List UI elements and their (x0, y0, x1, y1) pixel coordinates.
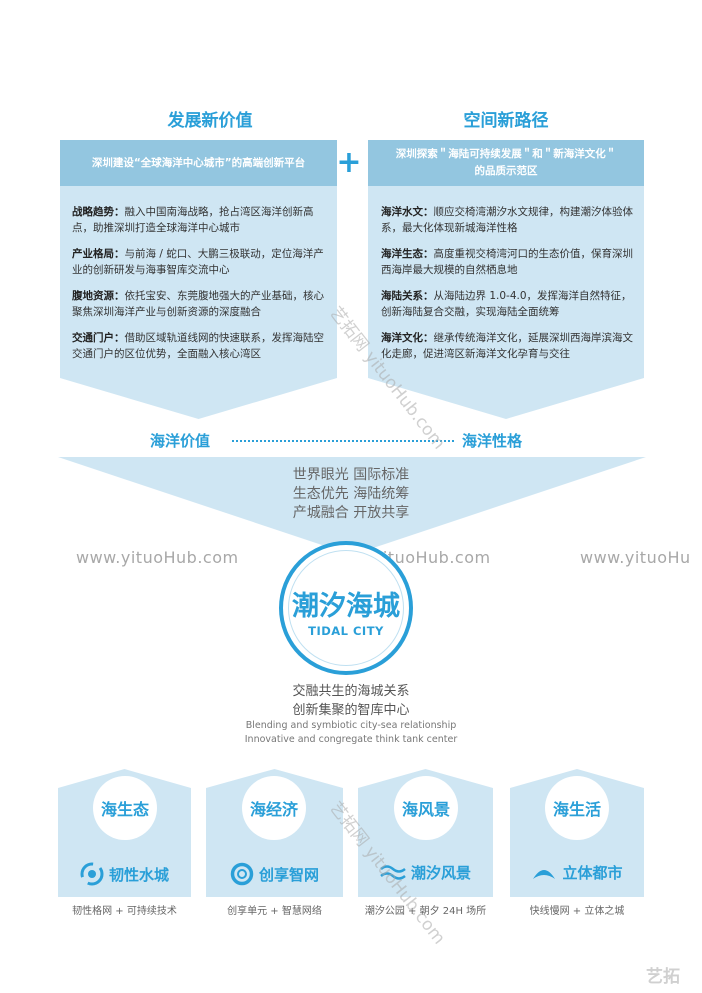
ocean-value-label: 海洋价值 (150, 432, 211, 450)
watermark: www.yituoHu (580, 548, 691, 567)
funnel-line: 生态优先 海陆统筹 (292, 486, 410, 502)
card-circle-economy: 海经济 (242, 776, 306, 840)
funnel-line: 产城融合 开放共享 (292, 505, 410, 521)
funnel-line: 世界眼光 国际标准 (292, 467, 410, 483)
corner-logo: 艺拓 (646, 967, 680, 987)
waves-icon (380, 864, 406, 880)
wave-arc-icon (533, 869, 556, 879)
card-circle-life: 海生活 (545, 776, 609, 840)
right-panel-background (368, 186, 644, 419)
center-desc-cn: 交融共生的海城关系 创新集聚的智库中心 (292, 684, 410, 718)
card-caption: 快线慢网 + 立体之城 (529, 906, 625, 917)
funnel-text: 世界眼光 国际标准 生态优先 海陆统筹 产城融合 开放共享 (251, 466, 451, 523)
card-brand: 立体都市 (510, 862, 644, 883)
center-title: 潮汐海城 (292, 591, 400, 622)
card-caption: 韧性格网 + 可持续技术 (72, 906, 177, 917)
right-panel-content: 海洋水文：顺应交椅湾潮汐水文规律，构建潮汐体验体系，最大化体现新城海洋性格 海洋… (381, 205, 633, 373)
plus-icon: + (336, 145, 362, 180)
center-subtitle-en: TIDAL CITY (308, 624, 384, 638)
card-brand: 创享智网 (206, 862, 343, 886)
right-panel-header-line1: 深圳探索＂海陆可持续发展＂和＂新海洋文化＂ (395, 148, 617, 160)
card-caption: 潮汐公园 + 朝夕 24H 场所 (364, 906, 487, 917)
funnel-background (58, 457, 646, 555)
list-item: 战略趋势：融入中国南海战略，抢占湾区海洋创新高点，助推深圳打造全球海洋中心城市 (72, 206, 314, 234)
left-panel-header: 深圳建设“全球海洋中心城市”的高端创新平台 (60, 140, 337, 186)
card-brand: 韧性水城 (58, 862, 191, 886)
card-circle-scenery: 海风景 (394, 776, 458, 840)
right-panel-header-line2: 的品质示范区 (474, 165, 538, 177)
center-desc-en: Blending and symbiotic city-sea relation… (244, 720, 458, 745)
left-column-title: 发展新价值 (167, 111, 253, 131)
list-item: 海陆关系：从海陆边界 1.0-4.0，发挥海洋自然特征，创新海陆复合交融，实现海… (381, 290, 632, 318)
list-item: 海洋生态：高度重视交椅湾河口的生态价值，保育深圳西海岸最大规模的自然栖息地 (381, 248, 633, 276)
right-panel-header: 深圳探索＂海陆可持续发展＂和＂新海洋文化＂ 的品质示范区 (368, 140, 644, 186)
left-panel-background (60, 186, 337, 419)
list-item: 交通门户：借助区域轨道线网的快速联系，发挥海陆空交通门户的区位优势，全面融入核心… (72, 332, 324, 360)
dotted-connector (232, 440, 454, 442)
card-caption: 创享单元 + 智慧网络 (227, 906, 322, 917)
swirl-icon (80, 862, 104, 886)
card-circle-eco: 海生态 (93, 776, 157, 840)
right-column-title: 空间新路径 (463, 111, 549, 131)
left-panel-content: 战略趋势：融入中国南海战略，抢占湾区海洋创新高点，助推深圳打造全球海洋中心城市 … (72, 205, 327, 373)
list-item: 腹地资源：依托宝安、东莞腹地强大的产业基础，核心聚焦深圳海洋产业与创新资源的深度… (72, 290, 324, 318)
card-brand: 潮汐风景 (358, 862, 493, 883)
list-item: 海洋文化：继承传统海洋文化，延展深圳西海岸滨海文化走廊，促进湾区新海洋文化孕育与… (381, 332, 633, 360)
watermark: www.yituoHub.com (76, 548, 239, 567)
ocean-character-label: 海洋性格 (462, 432, 523, 450)
list-item: 产业格局：与前海 / 蛇口、大鹏三极联动，定位海洋产业的创新研发与海事智库交流中… (72, 248, 324, 276)
ring-icon (230, 862, 254, 886)
left-panel-header-text: 深圳建设“全球海洋中心城市”的高端创新平台 (91, 156, 306, 169)
list-item: 海洋水文：顺应交椅湾潮汐水文规律，构建潮汐体验体系，最大化体现新城海洋性格 (381, 206, 633, 234)
tidal-city-inner-ring (288, 550, 404, 666)
